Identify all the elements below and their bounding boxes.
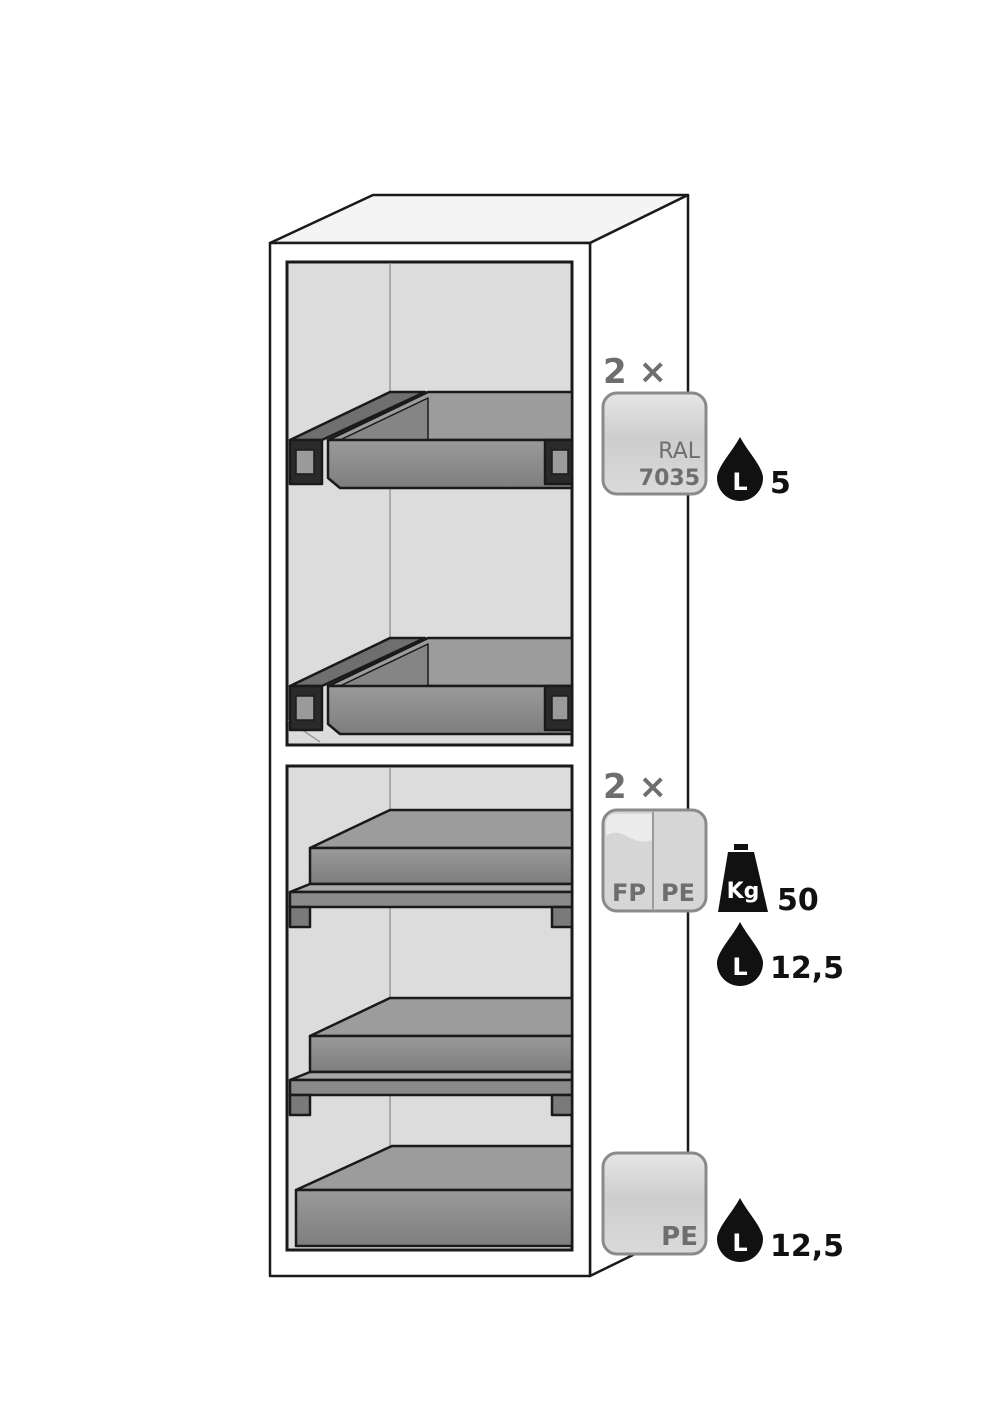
middle-quantity: 2 × xyxy=(603,767,667,807)
shelf-1-right-bracket xyxy=(550,905,574,929)
upper-quantity: 2 × xyxy=(603,352,667,392)
bottom-sump-front xyxy=(294,1188,574,1248)
upper-compartment xyxy=(285,260,574,747)
shelf-1 xyxy=(288,808,574,929)
pe-badge: PE xyxy=(601,1151,708,1256)
shelf-2-right-bracket xyxy=(550,1093,574,1117)
droplet-icon: L xyxy=(717,437,763,501)
tray-2-right-slot xyxy=(551,695,569,721)
bottom-capacity-value: 12,5 xyxy=(770,1229,844,1264)
droplet-icon: L xyxy=(717,1198,763,1262)
shelf-2-board-front xyxy=(288,1078,574,1097)
bottom-spec-group: PE L 12,5 xyxy=(601,1151,844,1264)
droplet-icon-letter: L xyxy=(732,1229,747,1257)
shelf-2 xyxy=(288,996,574,1117)
weight-icon-letters: Kg xyxy=(727,879,760,904)
upper-spec-group: 2 × RAL 7035 L 5 xyxy=(601,352,791,501)
droplet-icon: L xyxy=(717,922,763,986)
tray-1-right-slot xyxy=(551,449,569,475)
shelf-2-left-bracket xyxy=(288,1093,312,1117)
shelf-1-left-bracket xyxy=(288,905,312,929)
droplet-icon-letter: L xyxy=(732,468,747,496)
tray-2-front xyxy=(326,684,574,736)
tray-1-right-clip xyxy=(543,438,574,486)
bottom-pe-label: PE xyxy=(661,1222,698,1252)
middle-load-value: 50 xyxy=(777,883,819,918)
fp-badge-highlight xyxy=(606,814,652,842)
shelf-1-tray-front xyxy=(308,846,574,886)
middle-spec-group: 2 × FP PE Kg 50 L 12,5 xyxy=(601,767,844,986)
ral-badge-line1: RAL xyxy=(658,439,700,464)
fp-label: FP xyxy=(612,879,646,907)
ral-badge: RAL 7035 xyxy=(601,391,708,496)
pe-badge-tile xyxy=(601,1151,708,1256)
tray-2-rail-slot xyxy=(295,695,315,721)
tray-1-rail-slot xyxy=(295,449,315,475)
shelf-1-board-front xyxy=(288,890,574,909)
pullout-tray-2 xyxy=(288,636,574,736)
pullout-tray-1 xyxy=(288,390,574,490)
middle-capacity-value: 12,5 xyxy=(770,951,844,986)
weight-icon: Kg xyxy=(718,844,768,912)
shelf-2-tray-front xyxy=(308,1034,574,1074)
pe-label: PE xyxy=(661,879,695,907)
ral-badge-line2: 7035 xyxy=(639,466,700,491)
tray-1-front xyxy=(326,438,574,490)
lower-compartment xyxy=(285,764,574,1252)
ral-badge-tile xyxy=(601,391,708,496)
droplet-icon-letter: L xyxy=(732,953,747,981)
bottom-sump xyxy=(294,1144,574,1248)
fp-pe-badge: FP PE xyxy=(601,808,708,913)
upper-capacity-value: 5 xyxy=(770,466,791,501)
